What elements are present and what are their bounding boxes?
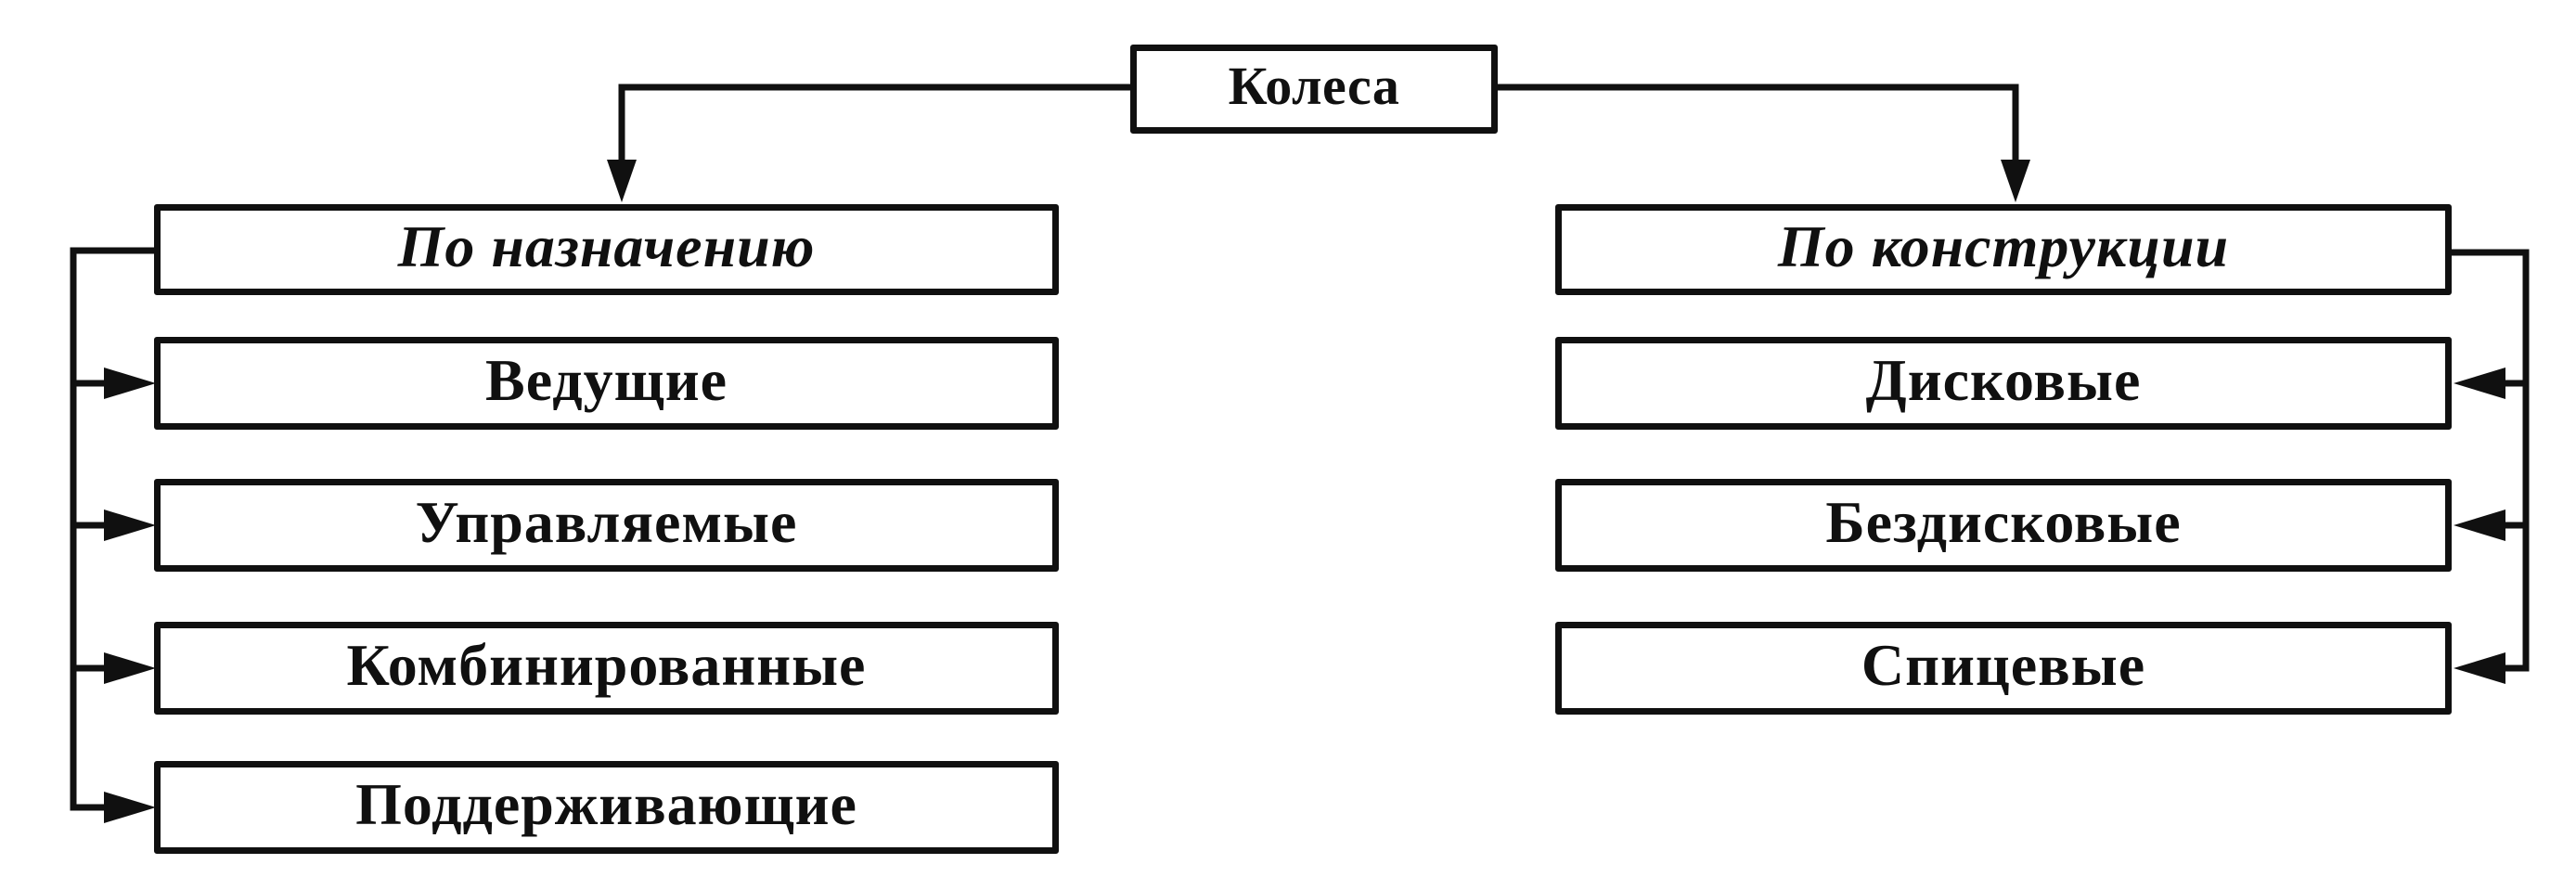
node-construction-header-label: По конструкции — [1777, 213, 2230, 279]
node-purpose-header-label: По назначению — [397, 213, 816, 279]
node-disc-wheels: Дисковые — [1555, 337, 2452, 430]
node-wheels-root: Колеса — [1130, 45, 1498, 134]
node-construction-header: По конструкции — [1555, 204, 2452, 295]
node-steered-wheels: Управляемые — [154, 479, 1059, 572]
node-driving-wheels: Ведущие — [154, 337, 1059, 430]
node-disc-wheels-label: Дисковые — [1865, 347, 2142, 413]
node-steered-wheels-label: Управляемые — [415, 489, 798, 555]
node-supporting-wheels: Поддерживающие — [154, 761, 1059, 854]
node-supporting-wheels-label: Поддерживающие — [355, 771, 857, 837]
node-wheels-root-label: Колеса — [1228, 56, 1400, 116]
node-spoked-wheels-label: Спицевые — [1861, 632, 2146, 698]
node-spoked-wheels: Спицевые — [1555, 622, 2452, 715]
wire-right-rail — [2448, 249, 2530, 684]
node-purpose-header: По назначению — [154, 204, 1059, 295]
node-combined-wheels: Комбинированные — [154, 622, 1059, 715]
wire-root-to-right-header — [1494, 84, 2030, 202]
node-driving-wheels-label: Ведущие — [485, 347, 728, 413]
wire-root-to-left-header — [607, 84, 1134, 202]
node-discless-wheels: Бездисковые — [1555, 479, 2452, 572]
node-combined-wheels-label: Комбинированные — [346, 632, 867, 698]
wire-left-rail — [70, 247, 158, 823]
node-discless-wheels-label: Бездисковые — [1825, 489, 2182, 555]
